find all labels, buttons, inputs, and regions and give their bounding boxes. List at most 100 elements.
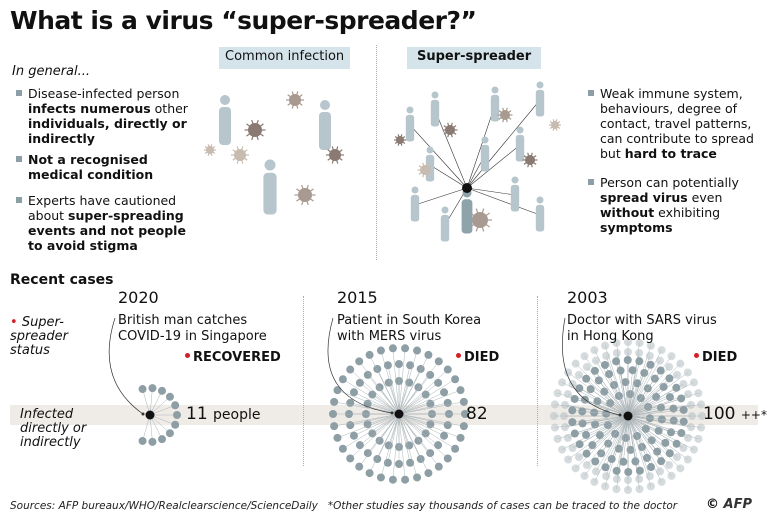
infected-dot — [401, 344, 410, 353]
connection-line — [398, 392, 445, 415]
connection-line — [369, 354, 400, 415]
common-infection-label: Common infection — [219, 47, 351, 69]
connection-line — [625, 382, 629, 417]
infected-dot — [355, 441, 364, 450]
connection-line — [627, 415, 684, 422]
case-count: 82 — [466, 404, 488, 424]
infected-dot — [683, 368, 692, 377]
spread-line — [409, 124, 468, 189]
infected-dot — [590, 477, 599, 486]
infected-dot — [413, 346, 422, 355]
infected-dot — [158, 435, 167, 444]
connection-line — [398, 413, 431, 425]
divider — [303, 296, 304, 466]
person-head — [220, 95, 230, 105]
infected-dot — [580, 352, 589, 361]
virus-icon — [329, 149, 341, 161]
connection-line — [350, 413, 400, 459]
connection-line — [337, 389, 400, 415]
connection-line — [579, 388, 629, 417]
person-head — [481, 136, 489, 144]
infected-dot — [656, 366, 665, 375]
connection-line — [627, 364, 651, 417]
connection-line — [359, 382, 400, 415]
person-icon — [263, 172, 277, 215]
infected-dot — [388, 344, 397, 353]
person-head — [536, 81, 544, 89]
infected-dot — [612, 357, 621, 366]
infected-dot — [624, 348, 632, 356]
infected-dot — [645, 472, 654, 481]
infected-dot — [365, 469, 374, 478]
infected-dot — [395, 360, 403, 368]
virus-icon — [420, 165, 430, 175]
connection-line — [142, 388, 151, 416]
infected-dot — [684, 390, 693, 399]
connection-line — [597, 401, 629, 417]
bullet-general-2: Not a recognised medical condition — [16, 152, 203, 182]
infected-dot — [580, 471, 589, 480]
infected-dot — [426, 370, 435, 379]
page-title: What is a virus “super-spreader?” — [10, 6, 477, 35]
infected-dot — [421, 429, 430, 438]
connection-line — [627, 415, 682, 434]
connection-line — [387, 365, 400, 415]
connection-line — [627, 415, 641, 471]
virus-icon — [289, 94, 301, 106]
sources: Sources: AFP bureaux/WHO/Realclearscienc… — [10, 500, 318, 512]
connection-line — [623, 415, 629, 462]
connection-line — [369, 413, 400, 474]
infected-dot — [624, 476, 632, 484]
infected-dot — [667, 471, 676, 480]
connection-line — [359, 361, 400, 415]
connection-line — [627, 415, 659, 431]
infected-dot — [563, 390, 572, 399]
connection-line — [584, 399, 629, 417]
infected-dot — [459, 422, 468, 431]
connection-line — [398, 413, 411, 463]
connection-line — [627, 370, 633, 417]
spread-line — [466, 144, 521, 189]
infected-dot — [631, 457, 640, 466]
virus-icon — [525, 155, 535, 165]
virus-icon — [500, 110, 510, 120]
connection-line — [398, 413, 456, 449]
infected-dot — [624, 467, 633, 476]
connection-line — [398, 413, 429, 474]
connection-line — [586, 415, 629, 454]
divider — [376, 45, 377, 260]
infected-dot — [138, 436, 147, 445]
infected-dot — [558, 378, 567, 387]
connection-line — [398, 403, 431, 415]
case-year: 2015 — [337, 288, 378, 307]
connection-line — [337, 413, 400, 439]
infected-dot — [582, 449, 591, 458]
connection-line — [398, 401, 464, 415]
infected-dot — [368, 429, 377, 438]
infected-dot — [667, 428, 676, 437]
person-head — [431, 91, 439, 99]
infected-dot — [363, 370, 372, 379]
connection-line — [392, 413, 400, 480]
infected-dot — [647, 463, 656, 472]
infected-dot — [612, 338, 621, 347]
connection-line — [620, 370, 629, 417]
arrow-head — [141, 412, 145, 416]
infected-dot — [582, 430, 591, 439]
virus-icon — [551, 121, 559, 129]
infected-dot — [582, 461, 591, 470]
infected-dot — [574, 370, 583, 379]
person-head — [536, 196, 544, 204]
infected-dot — [624, 486, 632, 494]
connection-line — [615, 361, 629, 417]
infected-dot — [563, 433, 572, 442]
infected-dot — [148, 384, 157, 393]
infected-dot — [689, 378, 698, 387]
legend-infected: Infected directly or indirectly — [20, 407, 87, 450]
connection-line — [594, 415, 629, 425]
super-spreader-label: Super-spreader — [407, 47, 542, 69]
connection-line — [398, 382, 439, 415]
infected-dot — [570, 394, 579, 403]
infected-dot — [346, 454, 355, 463]
